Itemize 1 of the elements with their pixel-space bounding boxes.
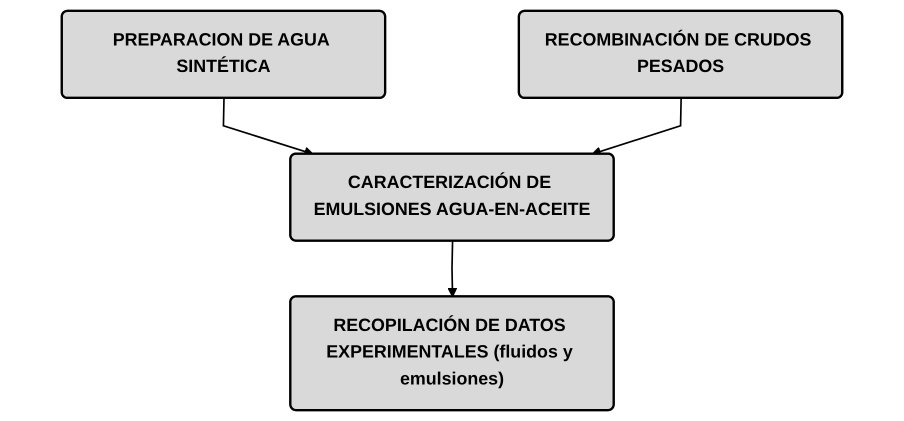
- arrow: [447, 241, 458, 298]
